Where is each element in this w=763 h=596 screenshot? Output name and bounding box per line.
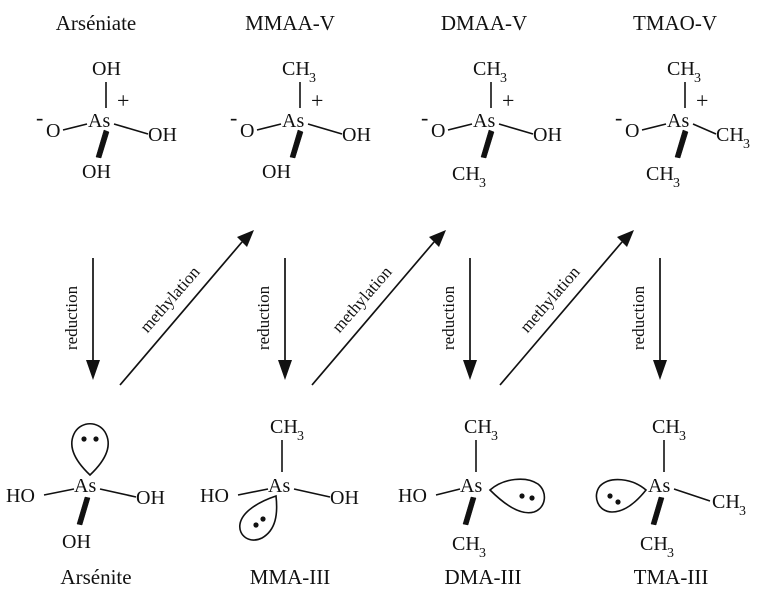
- svg-text:As: As: [648, 475, 670, 497]
- svg-text:reduction: reduction: [62, 285, 81, 350]
- species-title-mma-iii: MMA-III: [250, 565, 330, 589]
- lone-pair-icon: [239, 494, 278, 541]
- svg-text:As: As: [88, 110, 110, 132]
- reduction-arrow-1: reduction: [62, 258, 100, 380]
- svg-text:As: As: [268, 475, 290, 497]
- species-title-dma-iii: DMA-III: [445, 565, 522, 589]
- svg-text:-: -: [615, 105, 622, 130]
- structure-tma-iii: As: [595, 416, 746, 561]
- svg-text:reduction: reduction: [629, 285, 648, 350]
- svg-text:OH: OH: [330, 487, 359, 509]
- svg-text:HO: HO: [398, 485, 427, 507]
- svg-text:OH: OH: [62, 531, 91, 553]
- svg-text:As: As: [473, 110, 495, 132]
- svg-text:reduction: reduction: [439, 285, 458, 350]
- species-title-dmaa-v: DMAA-V: [441, 11, 527, 35]
- species-title-arsenite: Arsénite: [60, 565, 131, 589]
- lone-pair-icon: [71, 422, 109, 477]
- svg-text:-: -: [230, 105, 237, 130]
- methylation-arrow-3: methylation: [499, 230, 634, 386]
- methylation-arrow-1: methylation: [119, 230, 254, 386]
- lone-pair-icon: [595, 478, 648, 513]
- svg-text:+: +: [117, 88, 129, 113]
- svg-text:As: As: [282, 110, 304, 132]
- structure-arsenite: HO As OH OH: [6, 422, 165, 553]
- svg-text:O: O: [240, 120, 254, 142]
- svg-text:-: -: [36, 105, 43, 130]
- structure-mma-iii: HO As OH: [200, 416, 359, 541]
- structure-tmao-v: + - O As: [615, 58, 750, 191]
- svg-text:O: O: [625, 120, 639, 142]
- svg-text:OH: OH: [82, 161, 111, 183]
- svg-text:HO: HO: [6, 485, 35, 507]
- species-title-arseniate: Arséniate: [56, 11, 136, 35]
- structure-dmaa-v: + - O As OH: [421, 58, 562, 191]
- svg-text:O: O: [46, 120, 60, 142]
- species-title-tma-iii: TMA-III: [634, 565, 709, 589]
- svg-text:O: O: [431, 120, 445, 142]
- species-title-mmaa-v: MMAA-V: [245, 11, 335, 35]
- svg-text:OH: OH: [92, 58, 121, 80]
- svg-text:reduction: reduction: [254, 285, 273, 350]
- lone-pair-icon: [488, 478, 546, 514]
- svg-text:As: As: [74, 475, 96, 497]
- svg-text:+: +: [311, 88, 323, 113]
- svg-text:+: +: [502, 88, 514, 113]
- svg-text:OH: OH: [342, 124, 371, 146]
- svg-text:+: +: [696, 88, 708, 113]
- svg-text:OH: OH: [533, 124, 562, 146]
- svg-text:OH: OH: [148, 124, 177, 146]
- structure-mmaa-v: + - O As OH OH: [230, 58, 371, 183]
- svg-text:OH: OH: [136, 487, 165, 509]
- reduction-arrow-2: reduction: [254, 258, 292, 380]
- svg-text:HO: HO: [200, 485, 229, 507]
- reduction-arrow-3: reduction: [439, 258, 477, 380]
- svg-text:As: As: [460, 475, 482, 497]
- svg-text:OH: OH: [262, 161, 291, 183]
- svg-text:As: As: [667, 110, 689, 132]
- structure-arseniate: OH + - O As OH OH: [36, 58, 177, 183]
- structure-dma-iii: HO As: [398, 416, 546, 561]
- methylation-arrow-2: methylation: [311, 230, 446, 386]
- svg-text:-: -: [421, 105, 428, 130]
- reduction-arrow-4: reduction: [629, 258, 667, 380]
- species-title-tmao-v: TMAO-V: [633, 11, 717, 35]
